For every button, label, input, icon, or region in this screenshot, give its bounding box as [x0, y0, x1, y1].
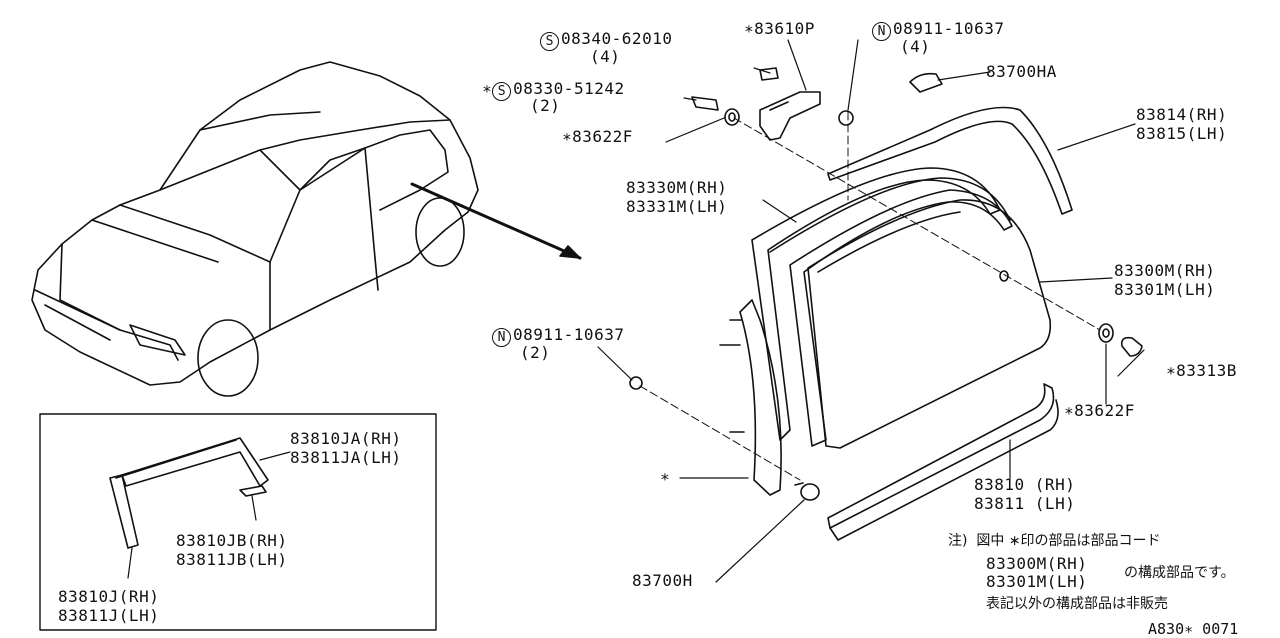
s-symbol-icon: S — [540, 32, 559, 51]
inset-label-j-lh: 83811J(LH) — [58, 606, 160, 625]
leader-lines — [597, 39, 1145, 583]
inset-drawing — [109, 437, 291, 579]
label-molding-top-lh: 83815(LH) — [1136, 124, 1228, 143]
label-s-bolt-2-qty: (2) — [530, 96, 561, 115]
label-pillar: ∗ — [660, 467, 671, 486]
label-glass-rh: 83300M(RH) — [1114, 261, 1216, 280]
note-part-lh: 83301M(LH) — [986, 572, 1088, 591]
label-seal-lh: 83331M(LH) — [626, 197, 728, 216]
label-molding-bottom-lh: 83811 (LH) — [974, 494, 1076, 513]
label-glass-lh: 83301M(LH) — [1114, 280, 1216, 299]
label-seal-rh: 83330M(RH) — [626, 178, 728, 197]
dashed-centerlines — [639, 111, 1101, 481]
n-symbol-icon: N — [872, 22, 891, 41]
arrow-line — [410, 182, 582, 260]
label-cap-top: 83700HA — [986, 62, 1057, 81]
label-molding-top-rh: 83814(RH) — [1136, 105, 1228, 124]
hinge-parts — [629, 67, 1143, 541]
label-s-bolt-4-qty: (4) — [590, 47, 621, 66]
note-part-rh: 83300M(RH) — [986, 554, 1088, 573]
label-washer-top: ∗83622F — [562, 127, 633, 146]
label-cap-bottom: 83700H — [632, 571, 693, 590]
diagram-code: A830∗ 0071 — [1148, 620, 1239, 638]
label-hinge: ∗83610P — [744, 19, 815, 38]
note-line-1: 注) 図中 ∗印の部品は部品コード — [948, 533, 1161, 549]
label-fastener-right: ∗83313B — [1166, 361, 1237, 380]
inset-label-ja-lh: 83811JA(LH) — [290, 448, 402, 467]
note-line-2: の構成部品です。 — [1124, 565, 1235, 581]
inset-label-j-rh: 83810J(RH) — [58, 587, 160, 606]
label-washer-right: ∗83622F — [1064, 401, 1135, 420]
inset-frame — [39, 413, 437, 631]
inset-label-jb-lh: 83811JB(LH) — [176, 550, 288, 569]
n-symbol-icon: N — [492, 328, 511, 347]
inset-label-ja-rh: 83810JA(RH) — [290, 429, 402, 448]
car-illustration — [31, 61, 479, 397]
note-line-3: 表記以外の構成部品は非販売 — [986, 596, 1168, 612]
label-n-nut-4-qty: (4) — [900, 37, 931, 56]
arrow-head — [559, 245, 581, 259]
s-symbol-icon: S — [492, 82, 512, 101]
label-molding-bottom-rh: 83810 (RH) — [974, 475, 1076, 494]
label-n-nut-2-qty: (2) — [520, 343, 551, 362]
inset-label-jb-rh: 83810JB(RH) — [176, 531, 288, 550]
